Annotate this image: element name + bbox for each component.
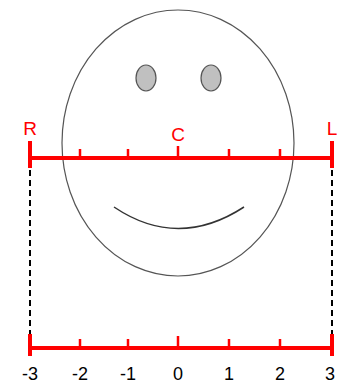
bottom-ruler [30,334,332,356]
end-label: L [327,119,338,138]
face-outline [62,10,294,276]
scale-number: 1 [224,365,234,383]
center-label: C [171,125,185,144]
end-label: R [23,119,37,138]
scale-number: 3 [325,365,335,383]
scale-number: -3 [22,365,38,383]
eye [136,65,156,91]
scale-number: -2 [72,365,88,383]
top-ruler [30,141,332,168]
scale-number: -1 [120,365,136,383]
smile [114,207,244,229]
eye [201,65,221,91]
projection-line [30,170,332,334]
scale-number: 2 [275,365,285,383]
scale-number: 0 [173,365,183,383]
